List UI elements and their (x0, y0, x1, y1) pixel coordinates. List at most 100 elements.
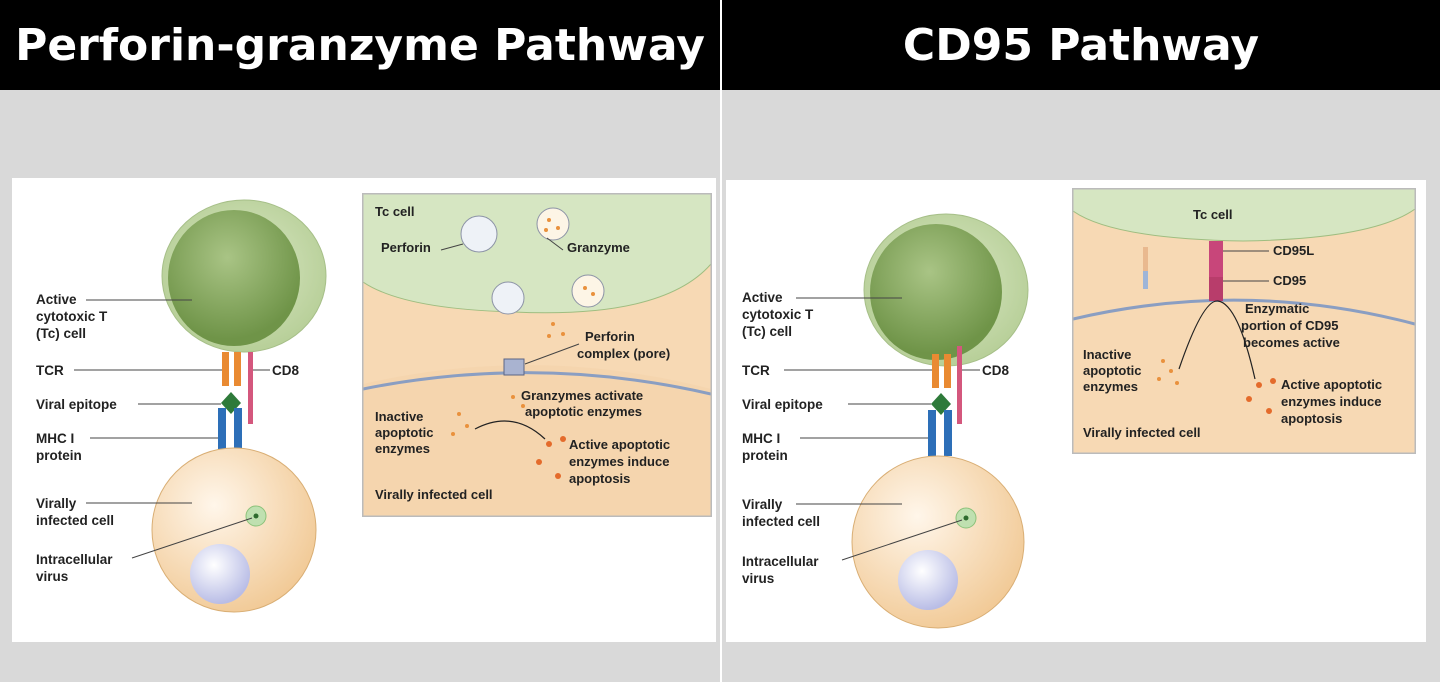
perforin-vesicle (460, 215, 498, 253)
mhc-protein-a (928, 410, 936, 456)
perforin-vesicle-2 (491, 281, 525, 315)
inset-label-granzymes-activate-1: Granzymes activate (521, 388, 643, 403)
mhc-protein-b (234, 408, 242, 454)
granzyme-vesicle (536, 207, 570, 241)
inset-label-inactive-3: enzymes (375, 441, 430, 456)
perforin-inset: Tc cell Perforin Granzyme Perforin compl… (362, 193, 712, 517)
tcr-receptor-a (222, 352, 229, 386)
label-tc-cell: (Tc) cell (742, 324, 792, 339)
label-cd8: CD8 (272, 363, 299, 378)
active-enzyme-dots (536, 436, 566, 479)
cd95-receptor (1209, 277, 1223, 301)
faded-receptor-b (1143, 271, 1148, 289)
label-virally: Virally (742, 497, 783, 512)
label-mhc-i: MHC I (742, 431, 780, 446)
label-viral-epitope: Viral epitope (742, 397, 823, 412)
leader-lines (784, 297, 980, 561)
label-infected-cell: infected cell (742, 514, 820, 529)
faded-receptor-a (1143, 247, 1148, 271)
granzyme-vesicle-2 (571, 274, 605, 308)
virus-core (253, 513, 259, 519)
inset-label-active-2: enzymes induce (1281, 394, 1381, 409)
inset-label-cd95: CD95 (1273, 273, 1306, 288)
activation-arrow (1178, 300, 1256, 380)
granzyme-dots (451, 218, 595, 436)
inset-label-inactive-3: enzymes (1083, 379, 1138, 394)
inset-label-granzymes-activate-2: apoptotic enzymes (525, 404, 642, 419)
label-mhc-i: MHC I (36, 431, 74, 446)
inset-label-cd95l: CD95L (1273, 243, 1314, 258)
label-cytotoxic: cytotoxic T (36, 309, 108, 324)
inset-label-virally-infected: Virally infected cell (1083, 425, 1201, 440)
cd95-inset-diagram: Tc cell CD95L CD95 Enzymatic portion of … (1073, 189, 1415, 453)
inset-label-enzymatic-2: portion of CD95 (1241, 318, 1339, 333)
infected-cell-nucleus (898, 550, 958, 610)
label-infected-cell: infected cell (36, 513, 114, 528)
perforin-pore (503, 358, 525, 376)
mhc-protein-b (944, 410, 952, 456)
infected-cell-nucleus (190, 544, 250, 604)
inset-label-active-1: Active apoptotic (569, 437, 670, 452)
viral-epitope-diamond (931, 393, 951, 415)
inset-label-tc-cell: Tc cell (1193, 207, 1233, 222)
inactive-enzyme-dots (1157, 359, 1179, 385)
target-cell-body (363, 365, 711, 516)
mhc-protein-a (218, 408, 226, 454)
leader-lines (74, 299, 270, 559)
tc-cell-nucleus (870, 224, 1002, 360)
tcr-receptor-b (944, 354, 951, 388)
cd95-panel: Active cytotoxic T (Tc) cell TCR CD8 Vir… (726, 180, 1426, 642)
label-virus: virus (36, 569, 68, 584)
perforin-cell-diagram: Active cytotoxic T (Tc) cell TCR CD8 Vir… (36, 199, 327, 613)
label-tcr: TCR (36, 363, 64, 378)
inset-label-enzymatic-1: Enzymatic (1245, 301, 1309, 316)
cd95-cell-diagram: Active cytotoxic T (Tc) cell TCR CD8 Vir… (742, 213, 1029, 629)
inset-label-active-3: apoptosis (1281, 411, 1342, 426)
virally-infected-cell (851, 455, 1025, 629)
inset-label-active-1: Active apoptotic (1281, 377, 1382, 392)
inset-label-perforin-complex-2: complex (pore) (577, 346, 670, 361)
target-membrane (1073, 298, 1415, 326)
tcr-receptor-b (234, 352, 241, 386)
target-membrane (363, 371, 711, 396)
label-active: Active (36, 292, 77, 307)
label-cd8: CD8 (982, 363, 1009, 378)
label-active: Active (742, 290, 783, 305)
cd8-receptor (248, 352, 253, 424)
active-enzyme-dots (1246, 378, 1276, 414)
header-cd95: CD95 Pathway (722, 0, 1440, 90)
inset-label-enzymatic-3: becomes active (1243, 335, 1340, 350)
label-cytotoxic: cytotoxic T (742, 307, 814, 322)
tc-cell-nucleus (168, 210, 300, 346)
inset-label-inactive-1: Inactive (1083, 347, 1131, 362)
cd95l-ligand (1209, 241, 1223, 277)
cd95-inset: Tc cell CD95L CD95 Enzymatic portion of … (1072, 188, 1416, 454)
inset-label-virally-infected: Virally infected cell (375, 487, 493, 502)
tc-cell-region (363, 194, 711, 314)
header-title-right: CD95 Pathway (902, 19, 1260, 71)
inset-label-active-3: apoptosis (569, 471, 630, 486)
activation-arrow (474, 420, 546, 440)
header-perforin-granzyme: Perforin-granzyme Pathway (0, 0, 720, 90)
inset-label-inactive-1: Inactive (375, 409, 423, 424)
column-divider (720, 0, 722, 682)
label-tcr: TCR (742, 363, 770, 378)
label-protein: protein (36, 448, 82, 463)
cd8-receptor (957, 346, 962, 424)
inset-label-inactive-2: apoptotic (1083, 363, 1142, 378)
label-protein: protein (742, 448, 788, 463)
tcr-receptor-a (932, 354, 939, 388)
perforin-inset-diagram: Tc cell Perforin Granzyme Perforin compl… (363, 194, 711, 516)
inset-label-perforin-complex-1: Perforin (585, 329, 635, 344)
header-title-left: Perforin-granzyme Pathway (15, 19, 705, 71)
label-intracellular: Intracellular (742, 554, 819, 569)
label-intracellular: Intracellular (36, 552, 113, 567)
inset-label-granzyme: Granzyme (567, 240, 630, 255)
inset-leader-lines (1223, 250, 1269, 282)
inset-label-active-2: enzymes induce (569, 454, 669, 469)
perforin-granzyme-panel: Active cytotoxic T (Tc) cell TCR CD8 Vir… (12, 178, 716, 642)
inset-leader-lines (440, 237, 580, 365)
inset-label-tc-cell: Tc cell (375, 204, 415, 219)
tc-cell-region (1073, 189, 1415, 242)
label-viral-epitope: Viral epitope (36, 397, 117, 412)
